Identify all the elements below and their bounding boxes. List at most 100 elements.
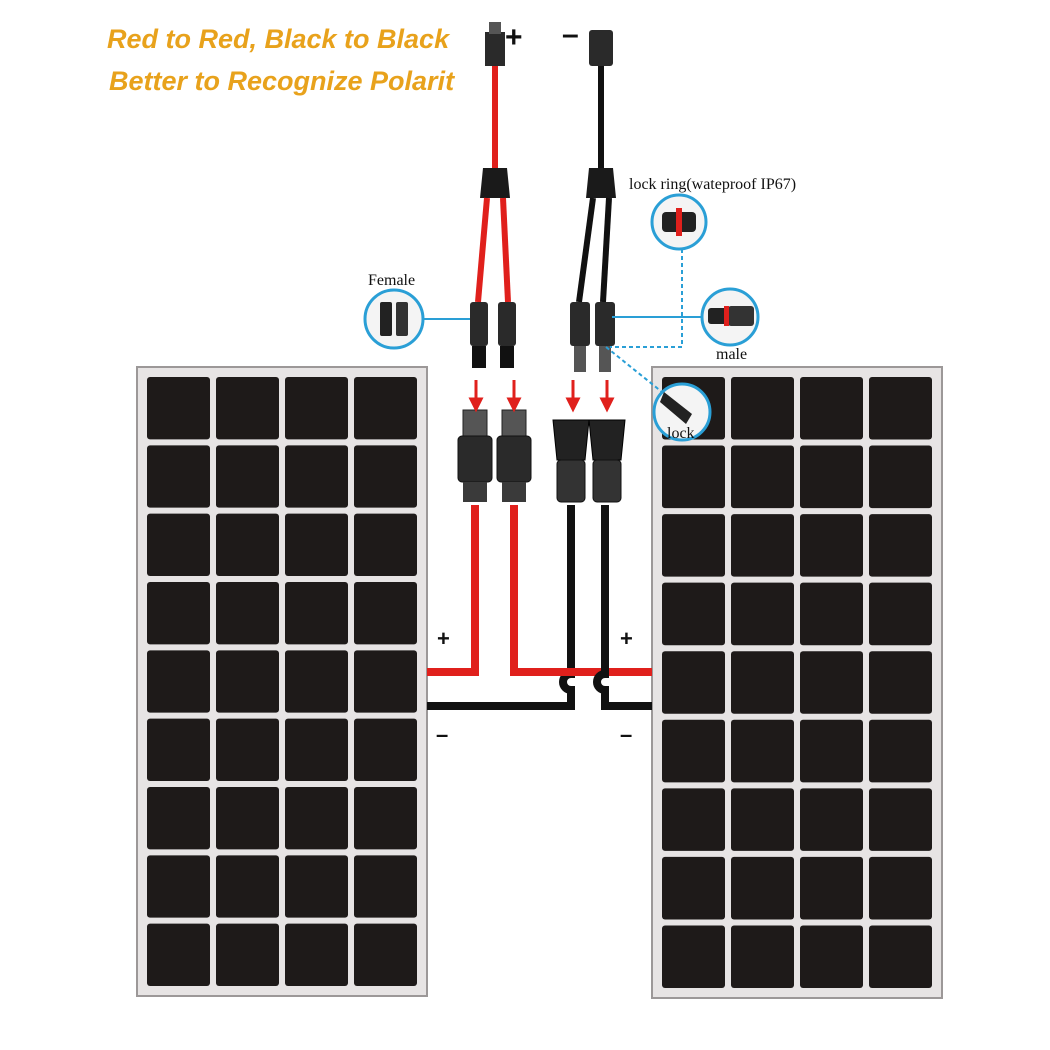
right-solar-cell <box>869 651 932 714</box>
top-plus-sign: + <box>505 21 523 54</box>
left-solar-cell <box>216 377 279 440</box>
right-solar-cell <box>800 377 863 440</box>
right-solar-cell <box>662 582 725 646</box>
right-solar-cell <box>731 925 794 988</box>
left-solar-cell <box>285 377 348 440</box>
black-y-branch-cable <box>570 30 616 372</box>
left-solar-cell <box>216 445 279 508</box>
right-solar-cell <box>800 514 863 577</box>
lock-ring-callout: lock ring(wateproof IP67) <box>610 176 796 348</box>
left-solar-cell <box>216 582 279 645</box>
left-solar-cell <box>147 582 210 645</box>
left-panel-cells <box>147 377 417 986</box>
right-solar-cell <box>731 856 794 920</box>
right-solar-cell <box>662 719 725 783</box>
lock-label: lock <box>667 425 695 442</box>
left-solar-cell <box>285 787 348 850</box>
right-solar-cell <box>731 719 794 783</box>
right-solar-cell <box>869 582 932 646</box>
right-solar-cell <box>731 651 794 714</box>
left-solar-cell <box>285 513 348 576</box>
right-solar-cell <box>662 651 725 714</box>
left-solar-cell <box>285 923 348 986</box>
right-solar-cell <box>662 514 725 577</box>
lock-callout: lock <box>605 346 712 442</box>
left-solar-cell <box>285 445 348 508</box>
left-solar-cell <box>354 855 417 918</box>
male-connector-icon <box>708 306 754 326</box>
left-solar-cell <box>354 718 417 781</box>
left-solar-cell <box>354 923 417 986</box>
lock-ring-icon <box>662 208 696 236</box>
left-solar-cell <box>285 650 348 713</box>
right-solar-cell <box>731 377 794 440</box>
panel-connector-male-1 <box>457 409 493 502</box>
left-solar-cell <box>147 513 210 576</box>
right-solar-cell <box>869 377 932 440</box>
left-solar-cell <box>147 445 210 508</box>
right-solar-cell <box>800 719 863 783</box>
top-minus-sign: – <box>562 18 579 51</box>
left-solar-cell <box>354 445 417 508</box>
male-label: male <box>716 346 747 363</box>
right-solar-panel <box>651 366 943 999</box>
right-solar-cell <box>800 445 863 509</box>
right-solar-cell <box>800 582 863 646</box>
right-solar-cell <box>869 856 932 920</box>
headline-line-2: Better to Recognize Polarit <box>109 66 455 96</box>
right-solar-cell <box>662 925 725 988</box>
left-solar-cell <box>354 513 417 576</box>
right-solar-cell <box>731 445 794 509</box>
left-solar-cell <box>354 582 417 645</box>
panel-connector-male-2 <box>496 409 532 502</box>
right-solar-cell <box>800 856 863 920</box>
left-solar-cell <box>216 855 279 918</box>
down-arrow-icon <box>468 380 615 413</box>
male-callout: male <box>612 287 760 363</box>
left-solar-cell <box>147 787 210 850</box>
right-solar-cell <box>731 788 794 851</box>
female-connector-icon <box>380 302 408 336</box>
female-callout: Female <box>363 272 470 350</box>
left-solar-cell <box>285 718 348 781</box>
right-solar-cell <box>662 856 725 920</box>
right-panel-cells <box>662 377 932 988</box>
lock-icon <box>660 392 692 424</box>
right-solar-cell <box>869 925 932 988</box>
right-solar-cell <box>731 582 794 646</box>
left-solar-panel <box>136 366 428 997</box>
right-solar-cell <box>662 788 725 851</box>
right-solar-cell <box>869 719 932 783</box>
right-solar-cell <box>869 788 932 851</box>
panel-connector-female-2 <box>588 419 626 503</box>
red-y-branch-cable <box>470 22 516 368</box>
left-solar-cell <box>216 650 279 713</box>
right-solar-cell <box>869 514 932 577</box>
left-panel-minus: – <box>436 722 448 747</box>
left-panel-plus: + <box>437 626 450 651</box>
right-solar-cell <box>800 788 863 851</box>
right-solar-cell <box>800 651 863 714</box>
left-solar-cell <box>216 787 279 850</box>
right-solar-cell <box>731 514 794 577</box>
left-solar-cell <box>147 377 210 440</box>
right-solar-cell <box>800 925 863 988</box>
right-panel-plus: + <box>620 626 633 651</box>
left-solar-cell <box>216 513 279 576</box>
right-solar-cell <box>869 445 932 509</box>
right-panel-minus: – <box>620 722 632 747</box>
left-solar-cell <box>147 855 210 918</box>
left-solar-cell <box>216 923 279 986</box>
right-panel-leads <box>510 505 652 710</box>
headline-line-1: Red to Red, Black to Black <box>107 24 451 54</box>
panel-connector-female-1 <box>552 419 590 503</box>
left-solar-cell <box>147 650 210 713</box>
left-solar-cell <box>354 650 417 713</box>
left-solar-cell <box>147 923 210 986</box>
left-solar-cell <box>285 855 348 918</box>
right-panel-black-lead <box>593 505 652 710</box>
panel-connectors <box>457 409 626 503</box>
left-panel-red-lead <box>427 505 479 676</box>
female-label: Female <box>368 272 415 289</box>
